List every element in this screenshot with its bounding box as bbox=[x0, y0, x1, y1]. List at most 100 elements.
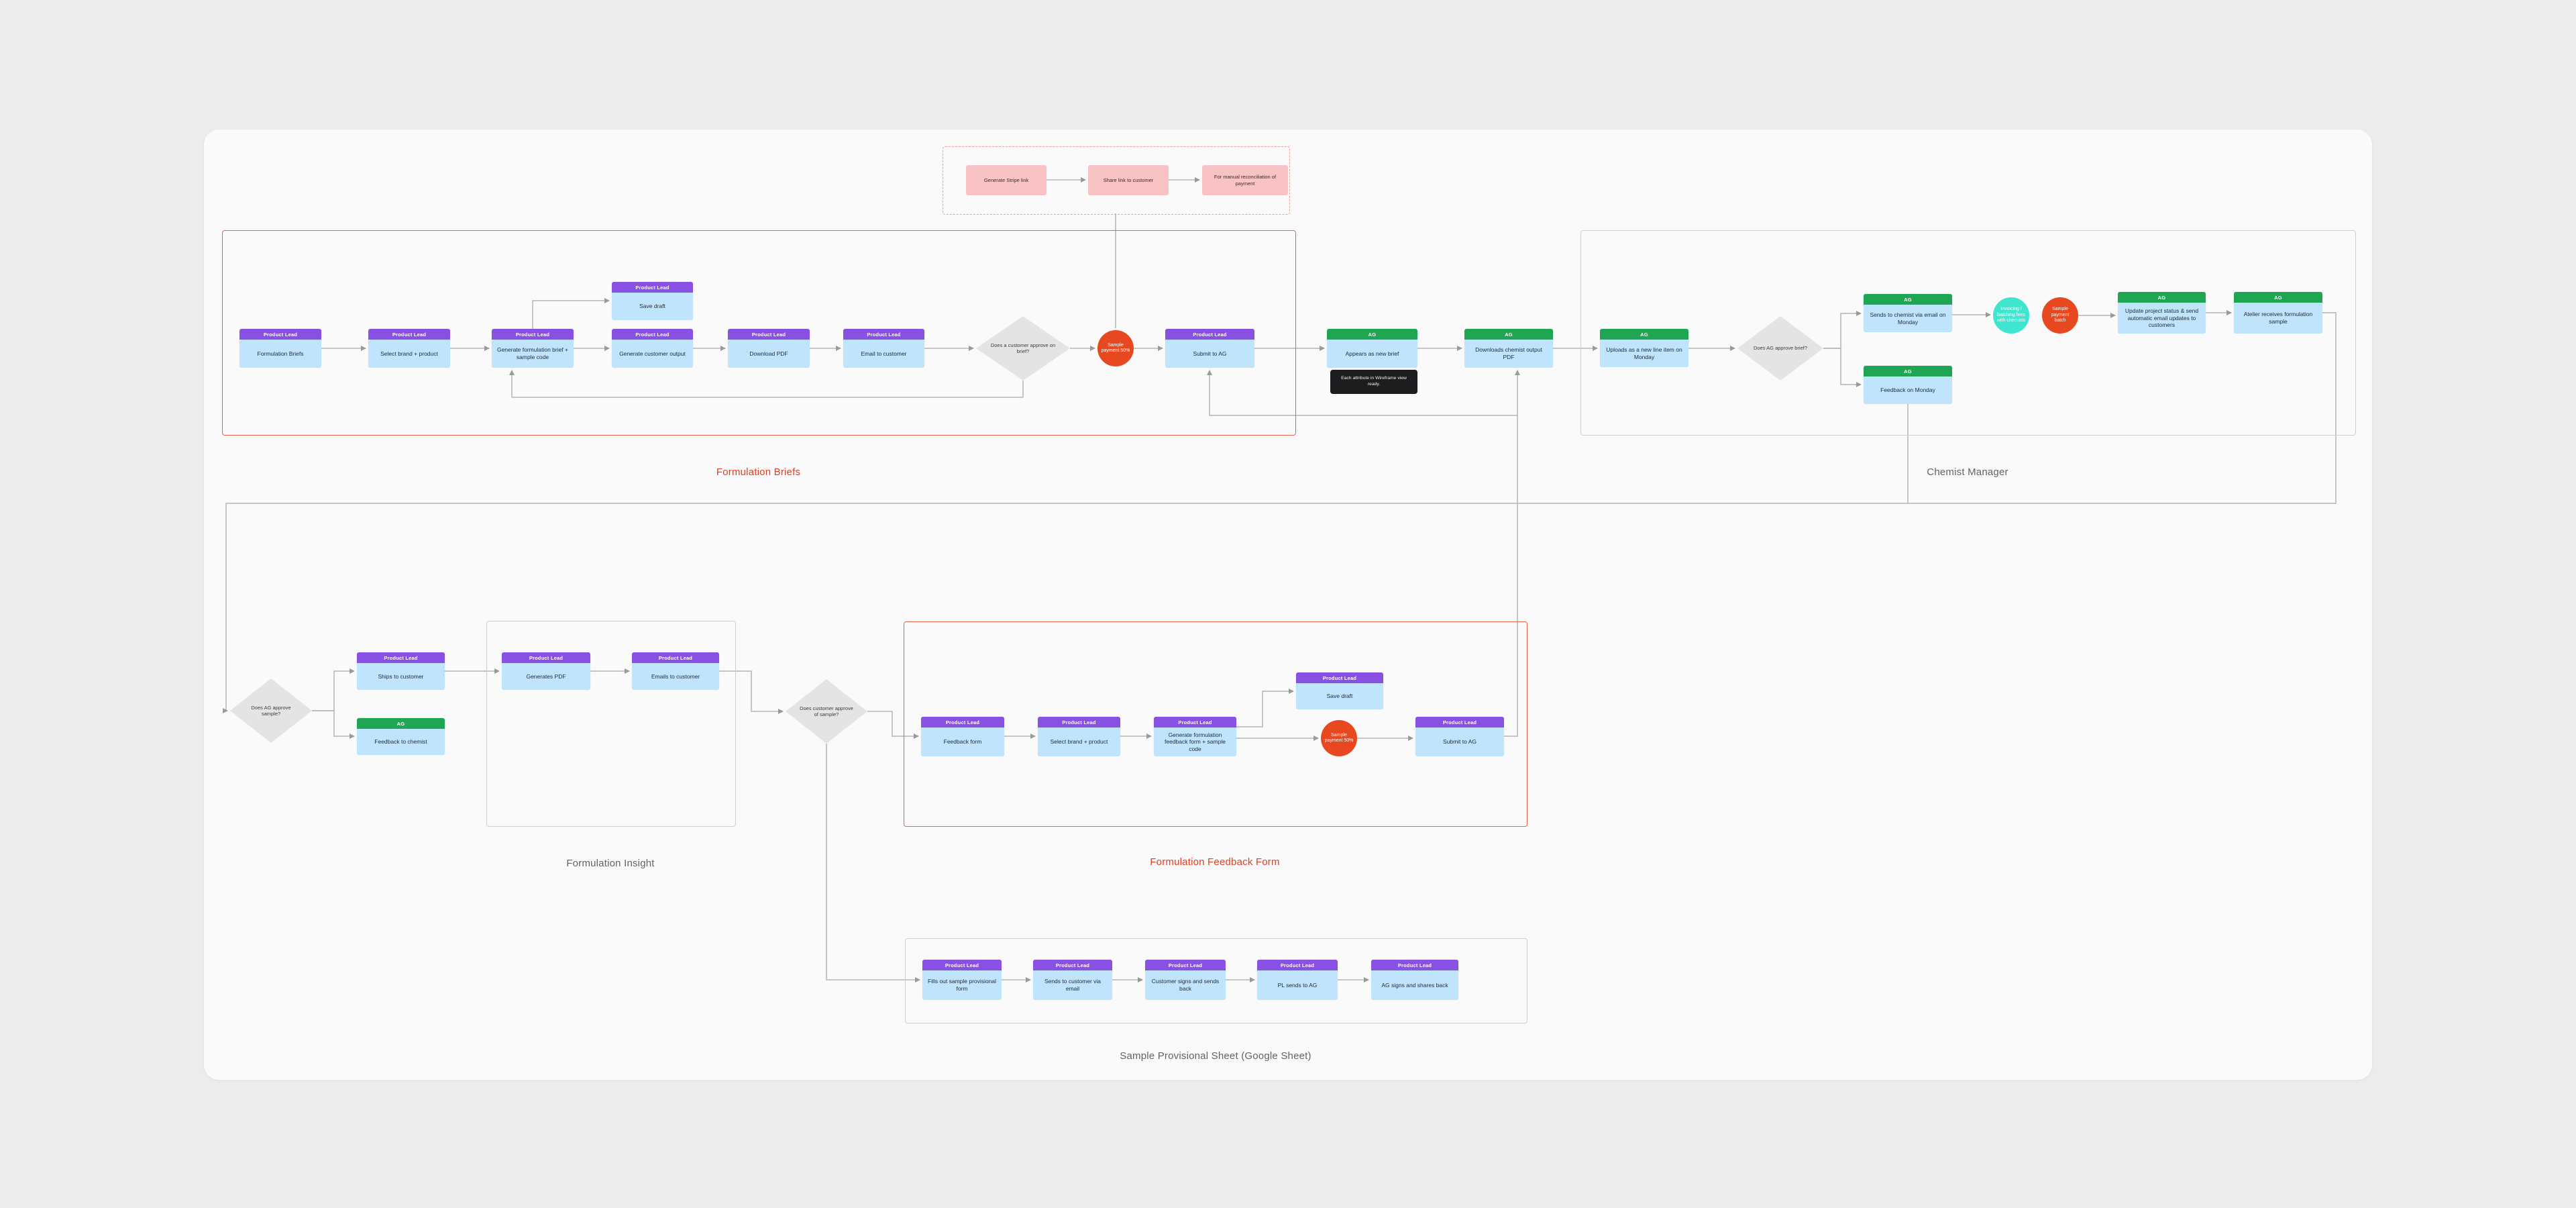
node-header-fi-emails-customer: Product Lead bbox=[632, 652, 719, 663]
section-label-formulation-feedback-form: Formulation Feedback Form bbox=[1150, 856, 1280, 868]
node-header-ag-downloads-pdf: AG bbox=[1464, 329, 1553, 340]
frame-chemist-manager[interactable] bbox=[1580, 230, 2356, 436]
node-label-fi-ships-customer: Ships to customer bbox=[357, 663, 445, 690]
node-legend-share-link[interactable]: Share link to customer bbox=[1088, 165, 1169, 195]
node-fi-customer-approve-sample[interactable]: Does customer approve of sample? bbox=[786, 679, 867, 744]
node-header-sp-customer-signs: Product Lead bbox=[1145, 960, 1226, 970]
node-header-briefs-save-draft: Product Lead bbox=[612, 282, 693, 293]
section-label-sample-provisional-sheet: Sample Provisional Sheet (Google Sheet) bbox=[1120, 1050, 1311, 1062]
section-label-chemist-manager: Chemist Manager bbox=[1927, 466, 2008, 478]
node-header-briefs-start: Product Lead bbox=[239, 329, 321, 340]
frame-sample-provisional-sheet[interactable] bbox=[905, 938, 1527, 1023]
node-legend-reconciliation[interactable]: For manual reconciliation of payment bbox=[1202, 165, 1288, 195]
node-label-briefs-generate-brief: Generate formulation brief + sample code bbox=[492, 340, 574, 368]
node-label-ag-downloads-pdf: Downloads chemist output PDF bbox=[1464, 340, 1553, 368]
node-label-briefs-email-customer: Email to customer bbox=[843, 340, 924, 368]
node-label-briefs-submit-ag: Submit to AG bbox=[1165, 340, 1254, 368]
node-header-ff-save-draft: Product Lead bbox=[1296, 672, 1383, 683]
frame-formulation-feedback-form[interactable] bbox=[904, 621, 1527, 827]
node-header-briefs-generate-brief: Product Lead bbox=[492, 329, 574, 340]
node-header-fi-feedback-chemist: AG bbox=[357, 718, 445, 729]
node-label-briefs-customer-output: Generate customer output bbox=[612, 340, 693, 368]
node-header-briefs-email-customer: Product Lead bbox=[843, 329, 924, 340]
node-label-briefs-start: Formulation Briefs bbox=[239, 340, 321, 368]
node-header-ff-submit-ag: Product Lead bbox=[1415, 717, 1504, 727]
node-label-fi-emails-customer: Emails to customer bbox=[632, 663, 719, 690]
node-label-ff-generate-form: Generate formulation feedback form + sam… bbox=[1154, 727, 1236, 756]
node-label-cm-update-status: Update project status & send automatic e… bbox=[2118, 303, 2206, 334]
node-label-cm-atelier-receives: Atelier receives formulation sample bbox=[2234, 303, 2322, 334]
node-header-fi-generates-pdf: Product Lead bbox=[502, 652, 590, 663]
node-header-sp-pl-sends-ag: Product Lead bbox=[1257, 960, 1338, 970]
node-header-sp-sends-customer: Product Lead bbox=[1033, 960, 1112, 970]
section-label-formulation-insight: Formulation Insight bbox=[566, 858, 655, 869]
frame-formulation-insight[interactable] bbox=[486, 621, 736, 827]
node-header-briefs-select-brand: Product Lead bbox=[368, 329, 450, 340]
node-label-ag-uploads-monday: Uploads as a new line item on Monday bbox=[1600, 340, 1688, 367]
node-ag-note[interactable]: Each attribute in Wireframe view ready. bbox=[1330, 370, 1417, 394]
node-header-fi-ships-customer: Product Lead bbox=[357, 652, 445, 663]
node-header-cm-update-status: AG bbox=[2118, 292, 2206, 303]
node-ag-approve-decision[interactable]: Does AG approve brief? bbox=[1737, 316, 1823, 381]
node-cm-sample-payment[interactable]: Sample payment batch bbox=[2042, 297, 2078, 334]
node-briefs-sample-payment[interactable]: Sample payment 50% bbox=[1097, 330, 1134, 366]
node-header-cm-atelier-receives: AG bbox=[2234, 292, 2322, 303]
node-label-sp-customer-signs: Customer signs and sends back bbox=[1145, 970, 1226, 1000]
node-label-sp-pl-sends-ag: PL sends to AG bbox=[1257, 970, 1338, 1000]
node-label-fi-generates-pdf: Generates PDF bbox=[502, 663, 590, 690]
node-label-briefs-select-brand: Select brand + product bbox=[368, 340, 450, 368]
node-cm-invoicing[interactable]: Invoicing / batching fees with chemists bbox=[1993, 297, 2029, 334]
frame-formulation-briefs[interactable] bbox=[222, 230, 1296, 436]
node-label-cm-sends-chemist: Sends to chemist via email on Monday bbox=[1864, 305, 1952, 332]
node-label-ff-select-brand: Select brand + product bbox=[1038, 727, 1120, 756]
node-header-briefs-customer-output: Product Lead bbox=[612, 329, 693, 340]
node-briefs-approve-decision[interactable]: Does a customer approve on brief? bbox=[976, 316, 1070, 381]
frame-legend[interactable] bbox=[943, 146, 1290, 215]
node-header-ff-generate-form: Product Lead bbox=[1154, 717, 1236, 727]
node-label-ff-feedback-form: Feedback form bbox=[921, 727, 1004, 756]
node-header-ag-uploads-monday: AG bbox=[1600, 329, 1688, 340]
node-header-briefs-download-pdf: Product Lead bbox=[728, 329, 810, 340]
node-fi-ag-approve-sample[interactable]: Does AG approve sample? bbox=[230, 678, 312, 743]
node-legend-stripe-link[interactable]: Generate Stripe link bbox=[966, 165, 1046, 195]
node-label-fi-ag-approve-sample: Does AG approve sample? bbox=[251, 704, 291, 717]
node-header-sp-fills-form: Product Lead bbox=[922, 960, 1002, 970]
node-label-briefs-download-pdf: Download PDF bbox=[728, 340, 810, 368]
node-label-ag-appears-brief: Appears as new brief bbox=[1327, 340, 1417, 368]
node-ff-sample-payment[interactable]: Sample payment 50% bbox=[1321, 720, 1357, 756]
node-header-briefs-submit-ag: Product Lead bbox=[1165, 329, 1254, 340]
node-label-ff-save-draft: Save draft bbox=[1296, 683, 1383, 709]
node-label-ff-submit-ag: Submit to AG bbox=[1415, 727, 1504, 756]
node-header-cm-sends-chemist: AG bbox=[1864, 294, 1952, 305]
